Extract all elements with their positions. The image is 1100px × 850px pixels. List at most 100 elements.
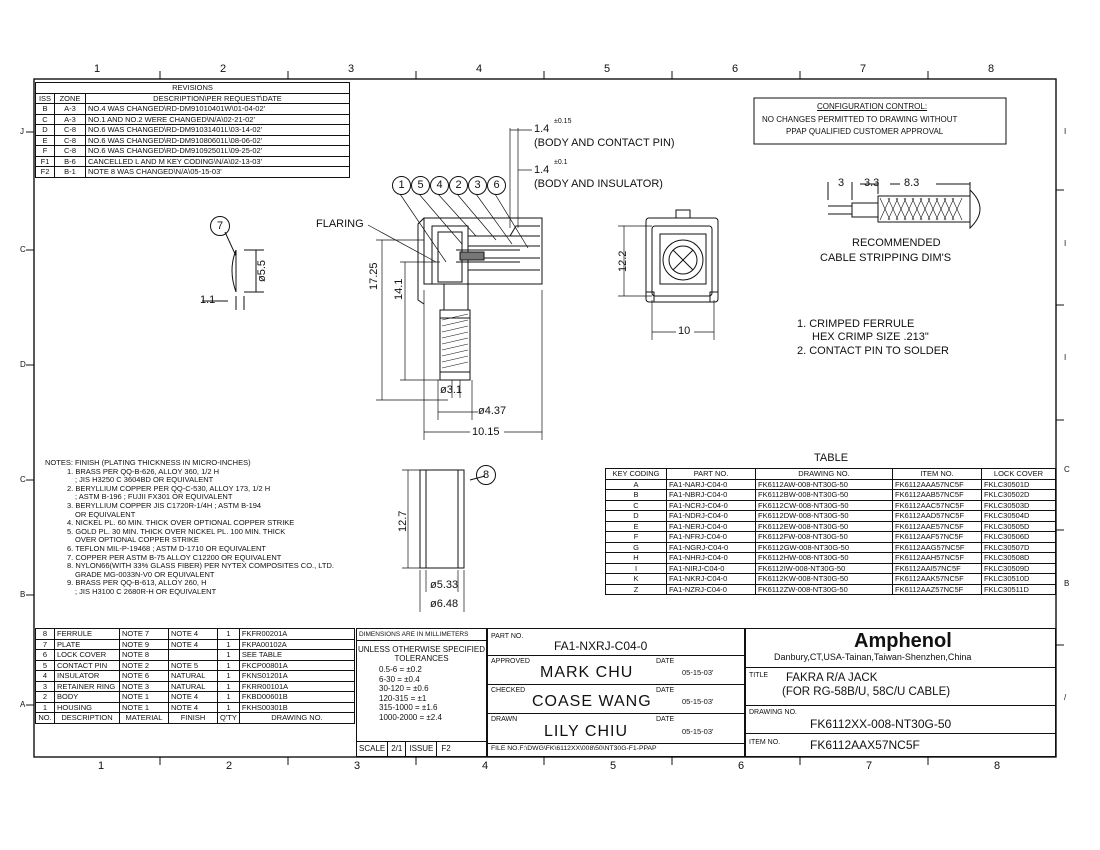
dim-label: ø3.1 (440, 384, 463, 396)
cell: FK6112IW-008-NT30G-50 (755, 562, 893, 574)
drawing-no-label: DRAWING NO. (749, 709, 797, 716)
cell: FA1-NGRJ-C04-0 (666, 541, 756, 553)
cell: 1 (217, 638, 240, 650)
column-header: Q'TY (217, 712, 240, 724)
rev-zone: B-6 (54, 155, 86, 167)
cell: FKLC30503D (981, 499, 1056, 511)
dim-label: 17.25 (368, 262, 380, 290)
rev-iss: E (35, 134, 55, 146)
cell: D (605, 510, 667, 522)
dim-label: ø6.48 (430, 598, 459, 610)
cell: FK6112AAH57NC5F (892, 552, 982, 564)
column-label: 4 (482, 760, 489, 772)
cell: FK6112AAE57NC5F (892, 520, 982, 532)
cell: FK6112EW-008-NT30G-50 (755, 520, 893, 532)
note-line: ; JIS H3100 C 2680R-H OR EQUIVALENT (75, 586, 217, 596)
cell: 1 (217, 670, 240, 682)
cell: 3 (35, 680, 55, 692)
item-no-value: FK6112AAX57NC5F (810, 738, 920, 752)
date-label: DATE (656, 716, 675, 723)
cell: G (605, 541, 667, 553)
cell: 1 (217, 680, 240, 692)
cell: FKHS00301B (238, 701, 356, 713)
item-balloon: 8 (476, 465, 496, 485)
cell: NATURAL (168, 670, 218, 682)
dim-label: 12.7 (397, 510, 409, 532)
cell: FK6112HW-008-NT30G-50 (755, 552, 893, 564)
cell: FKPA00102A (238, 638, 356, 650)
note-line: NOTES: FINISH (PLATING THICKNESS IN MICR… (45, 458, 251, 467)
cell: RETAINER RING (54, 680, 120, 692)
cell: C (605, 499, 667, 511)
column-header: DESCRIPTION\PER REQUEST\DATE (85, 92, 350, 104)
cell: NOTE 5 (168, 659, 218, 671)
company-block: Amphenol Danbury,CT,USA-Tainan,Taiwan-Sh… (745, 628, 1056, 757)
cell: FK6112DW-008-NT30G-50 (755, 510, 893, 522)
drawn-label: DRAWN (491, 716, 518, 723)
rev-desc: NO.1 AND NO.2 WERE CHANGED\N/A\02-21-02' (85, 113, 350, 125)
rev-zone: C-8 (54, 145, 86, 157)
rev-desc: NOTE 8 WAS CHANGED\N/A\05-15-03' (85, 166, 350, 178)
cell: FKLC30508D (981, 552, 1056, 564)
tolerance-line: TOLERANCES (394, 654, 449, 663)
cell: Z (605, 583, 667, 595)
date-label: DATE (656, 687, 675, 694)
note-line: GRADE MG-0033N-V0 OR EQUIVALENT (75, 569, 215, 579)
part-no-value: FA1-NXRJ-C04-0 (554, 639, 648, 653)
strip-caption: CABLE STRIPPING DIM'S (820, 252, 952, 264)
dim-label: ø5.5 (256, 259, 268, 282)
cell: CONTACT PIN (54, 659, 120, 671)
item-balloon: 1 (392, 176, 411, 195)
column-label: 6 (738, 760, 745, 772)
cell: FERRULE (54, 628, 120, 640)
config-control-line: NO CHANGES PERMITTED TO DRAWING WITHOUT (762, 115, 958, 124)
cell: FA1-NBRJ-C04-0 (666, 489, 756, 501)
rev-desc: NO.4 WAS CHANGED\RD-DM91010401W\01-04-02… (85, 103, 350, 115)
cell: FK6112AW-008-NT30G-50 (755, 478, 893, 490)
dim-label: 8.3 (904, 177, 920, 189)
cell: NOTE 2 (119, 659, 169, 671)
column-label: 3 (354, 760, 361, 772)
cell: NOTE 9 (119, 638, 169, 650)
note-line: 7. COPPER PER ASTM B-75 ALLOY C12200 OR … (67, 552, 282, 562)
cell: FKLC30502D (981, 489, 1056, 501)
item-balloon: 2 (449, 176, 468, 195)
cell: B (605, 489, 667, 501)
cell: FKLC30509D (981, 562, 1056, 574)
cell: BODY (54, 691, 120, 703)
cell: FA1-NCRJ-C04-0 (666, 499, 756, 511)
column-header: NO. (35, 712, 55, 724)
dim-label: 1.4 (534, 123, 550, 135)
column-header: DESCRIPTION (54, 712, 120, 724)
cell: E (605, 520, 667, 532)
cell: FK6112FW-008-NT30G-50 (755, 531, 893, 543)
cell: FKRR00101A (238, 680, 356, 692)
rev-iss: F (35, 145, 55, 157)
config-control-line: PPAP QUALIFIED CUSTOMER APPROVAL (786, 127, 944, 136)
column-header: LOCK COVER (981, 468, 1056, 480)
cell: 1 (217, 691, 240, 703)
dim-label: 1.1 (200, 294, 216, 306)
cell: FKLC30506D (981, 531, 1056, 543)
cell: FA1-NKRJ-C04-0 (666, 573, 756, 585)
cell: FKLC30505D (981, 520, 1056, 532)
item-balloon: 7 (210, 216, 230, 236)
approved-name: MARK CHU (540, 664, 634, 681)
cell: FK6112AAK57NC5F (892, 573, 982, 585)
crimp-note: HEX CRIMP SIZE .213" (812, 331, 929, 343)
dim-tolerance: ±0.1 (554, 159, 568, 166)
